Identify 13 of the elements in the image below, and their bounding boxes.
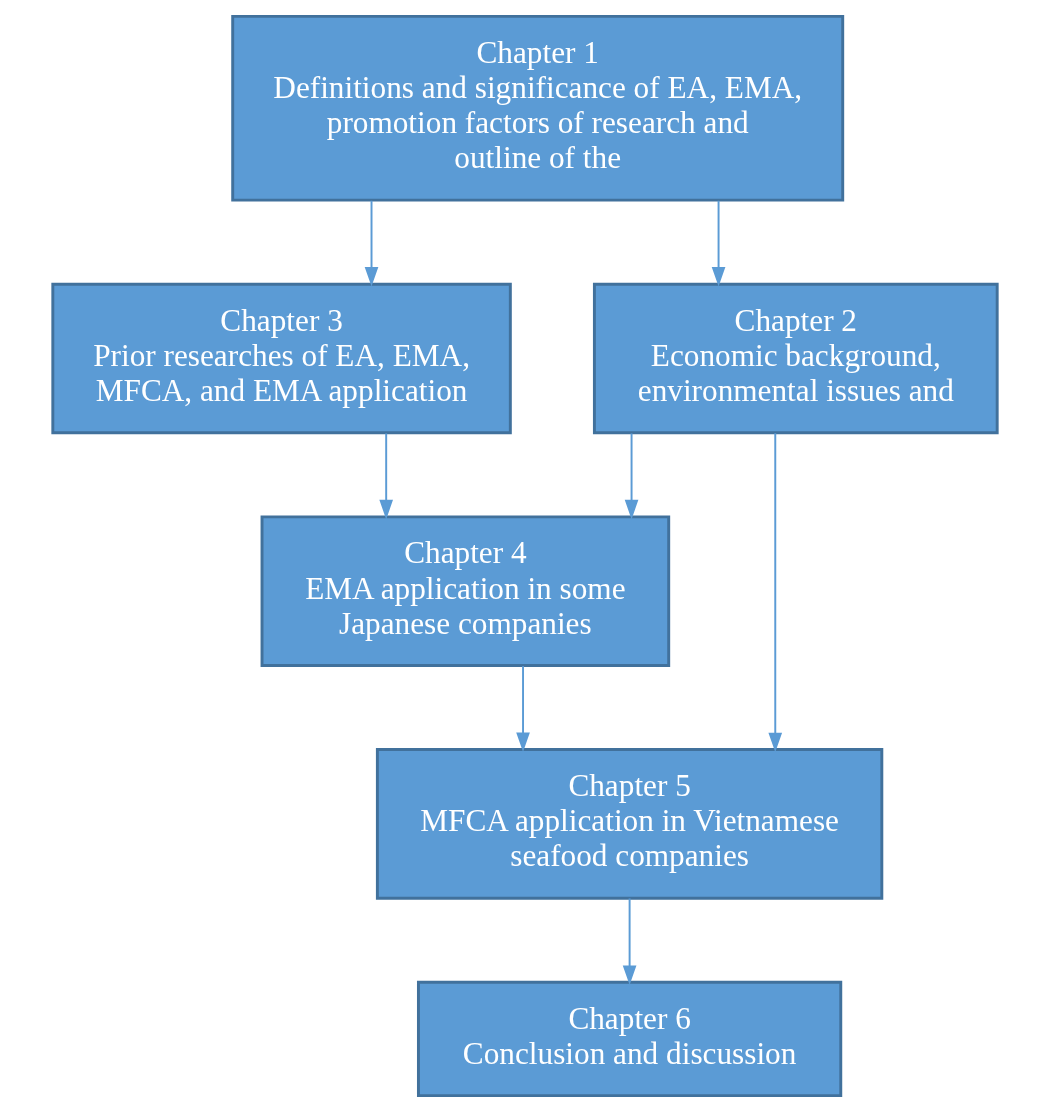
arrow (711, 199, 726, 287)
node-box: Chapter 1 Definitions and significance of EA, EMA, promotion factors of research and outline of the (231, 14, 845, 202)
node-box: Chapter 2 Economic background, environmental issues and (592, 282, 999, 435)
arrow (364, 199, 379, 287)
arrow (624, 432, 639, 520)
arrow (516, 665, 530, 753)
node-box: Chapter 4 EMA application in some Japanese companies (260, 515, 671, 667)
arrow (768, 432, 783, 753)
node-box: Chapter 3 Prior researches of EA, EMA, MFCA, and EMA application (51, 282, 512, 435)
node-box: Chapter 5 MFCA application in Vietnamese seafood companies (375, 748, 884, 900)
arrow (622, 897, 637, 986)
arrow (379, 432, 394, 520)
node-box: Chapter 6 Conclusion and discussion (416, 980, 843, 1098)
